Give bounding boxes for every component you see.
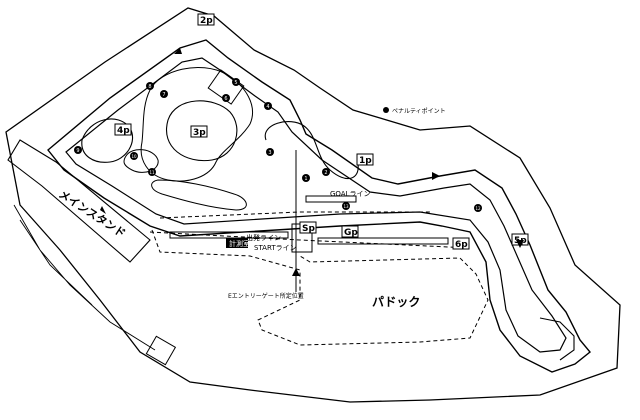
svg-text:Gp: Gp bbox=[344, 228, 358, 238]
corner-marker-3: 3 bbox=[266, 148, 274, 156]
svg-text:2: 2 bbox=[324, 170, 327, 176]
corner-marker-5: 5 bbox=[232, 78, 240, 86]
corner-marker-10: 10 bbox=[130, 152, 138, 160]
svg-text:1: 1 bbox=[304, 176, 307, 182]
svg-text:10: 10 bbox=[131, 154, 137, 159]
corner-marker-1: 1 bbox=[302, 174, 310, 182]
svg-text:9: 9 bbox=[76, 148, 79, 154]
corner-marker-4: 4 bbox=[264, 102, 272, 110]
parking-6p: 6p bbox=[452, 237, 470, 250]
parking-sp: Sp bbox=[299, 221, 317, 234]
paddock-boundary bbox=[151, 229, 489, 346]
parking-4p: 4p bbox=[114, 123, 132, 136]
infield-s-curve bbox=[264, 121, 359, 180]
parking-gp: Gp bbox=[341, 225, 359, 238]
entrance-label: Eエントリーゲート所定位置 bbox=[228, 292, 304, 300]
infield-pond-left bbox=[81, 118, 134, 163]
direction-arrows bbox=[100, 48, 524, 276]
corner-marker-13: 13 bbox=[342, 202, 350, 210]
svg-text:3: 3 bbox=[268, 150, 271, 156]
corner-marker-2: 2 bbox=[322, 168, 330, 176]
svg-text:13: 13 bbox=[343, 204, 349, 209]
svg-text:3p: 3p bbox=[193, 128, 206, 138]
pit-line-label: 出発ライン bbox=[246, 233, 281, 242]
timing-booth bbox=[226, 238, 248, 248]
paddock-label: パドック bbox=[372, 295, 420, 309]
site-boundary bbox=[5, 7, 621, 403]
svg-text:7: 7 bbox=[162, 92, 165, 98]
pit-lane-dashed bbox=[149, 231, 471, 249]
svg-text:5: 5 bbox=[234, 80, 237, 86]
penalty-point-label: ペナルティポイント bbox=[392, 107, 446, 115]
svg-text:4: 4 bbox=[266, 104, 269, 110]
main-stand-label: メインスタンド bbox=[56, 188, 127, 241]
svg-text:11: 11 bbox=[149, 170, 155, 175]
timing-label: 計測室 bbox=[229, 239, 250, 248]
infield-box bbox=[207, 69, 245, 105]
corner-marker-7: 7 bbox=[160, 90, 168, 98]
hairpin-right bbox=[539, 317, 575, 361]
circuit-inner-edge bbox=[65, 57, 567, 353]
svg-text:1p: 1p bbox=[359, 156, 372, 166]
stand-block bbox=[145, 335, 177, 366]
infield-strip bbox=[151, 179, 247, 211]
penalty-point-marker bbox=[383, 107, 389, 113]
parking-3p: 3p bbox=[190, 125, 208, 138]
svg-text:12: 12 bbox=[475, 206, 481, 211]
corner-marker-11: 11 bbox=[148, 168, 156, 176]
svg-text:6p: 6p bbox=[455, 240, 468, 250]
svg-text:8: 8 bbox=[148, 84, 151, 90]
svg-text:Sp: Sp bbox=[302, 224, 315, 234]
corner-marker-9: 9 bbox=[74, 146, 82, 154]
svg-text:6: 6 bbox=[224, 96, 227, 102]
corner-marker-6: 6 bbox=[222, 94, 230, 102]
start-line-label: STARTライン bbox=[254, 244, 297, 252]
main-stand bbox=[7, 139, 151, 263]
stand-detail bbox=[13, 204, 156, 351]
corner-marker-12: 12 bbox=[474, 204, 482, 212]
parking-1p: 1p bbox=[356, 153, 374, 166]
pit-dashed-top bbox=[159, 211, 430, 219]
svg-text:2p: 2p bbox=[200, 16, 213, 26]
svg-text:4p: 4p bbox=[117, 126, 130, 136]
goal-building bbox=[305, 195, 357, 203]
circuit-outer-edge bbox=[47, 39, 591, 373]
infield-inner-loop bbox=[140, 67, 253, 182]
corner-marker-8: 8 bbox=[146, 82, 154, 90]
parking-2p: 2p bbox=[197, 13, 215, 26]
pit-building-right bbox=[317, 237, 449, 245]
goal-line-label: GOALライン bbox=[330, 190, 371, 198]
